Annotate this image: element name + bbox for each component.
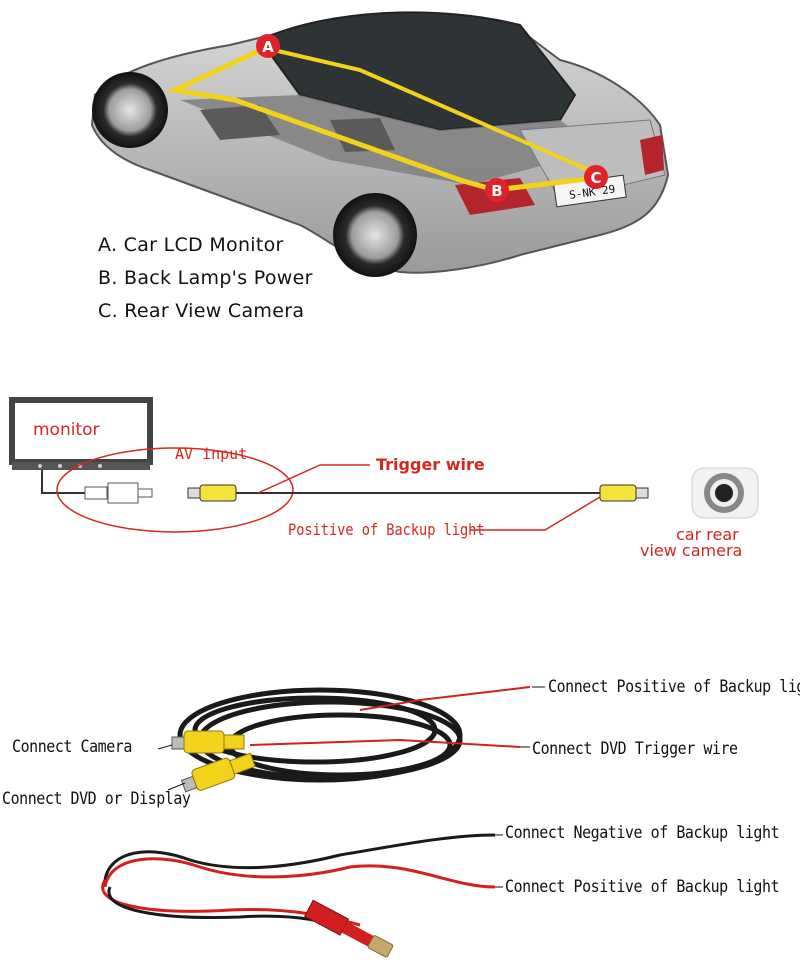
av-input-label: AV input [175, 445, 248, 463]
av-female-connector-body [107, 482, 139, 504]
positive-pointer [470, 496, 601, 531]
label-connect-dvd-display: Connect DVD or Display [2, 789, 191, 809]
car-seat [330, 118, 395, 152]
marker-b [485, 178, 509, 202]
label-connect-dvd-trigger: Connect DVD Trigger wire [532, 739, 738, 759]
tail-light [640, 135, 664, 175]
dc-power-plug [303, 899, 394, 958]
rca-connector-left [199, 484, 237, 502]
label-connect-camera: Connect Camera [12, 737, 132, 757]
cable-illustration [101, 686, 545, 958]
car-illustration: A B C S-NK 29 [90, 11, 670, 277]
camera-lens [715, 484, 733, 502]
marker-a-letter: A [262, 38, 274, 56]
legend-item-c: C. Rear View Camera [98, 300, 305, 322]
black-power-wire [103, 833, 496, 881]
camera-label-line1: car rear [676, 525, 739, 544]
label-connect-positive-bottom: Connect Positive of Backup light [505, 877, 780, 897]
marker-a [256, 34, 280, 58]
car-trunk [519, 119, 666, 201]
rca-connector-display [180, 752, 256, 793]
monitor-label: monitor [33, 420, 100, 440]
car-seat [200, 105, 280, 140]
marker-b-letter: B [491, 182, 502, 200]
red-wire-positive [359, 686, 531, 711]
wiring-diagram-section: monitor AV input Trigger wire Positive o… [0, 385, 800, 585]
rear-wheel [333, 193, 417, 277]
marker-c [584, 165, 608, 189]
front-wheel [92, 72, 168, 148]
wire-lamp-to-camera [494, 175, 596, 193]
trigger-wire-label: Trigger wire [376, 455, 485, 474]
red-power-wire [103, 857, 496, 889]
car-diagram-section: A B C S-NK 29 A. Car LCD Monitor B. Back… [0, 0, 800, 330]
legend-item-b: B. Back Lamp's Power [98, 267, 313, 289]
plate-text: S-NK 29 [568, 183, 616, 202]
rca-connector-camera [171, 730, 245, 754]
wire-monitor-to-lamp [166, 45, 496, 193]
wiring-diagram [9, 397, 759, 533]
wire-video [264, 46, 601, 177]
label-connect-negative: Connect Negative of Backup light [505, 823, 780, 843]
red-wire-trigger [249, 738, 521, 748]
positive-backup-label: Positive of Backup light [288, 520, 485, 539]
legend-item-a: A. Car LCD Monitor [98, 234, 284, 256]
label-connect-positive-top: Connect Positive of Backup light [548, 677, 800, 697]
av-input-highlight [56, 447, 294, 533]
cable-photo-section: Connect Positive of Backup light Connect… [0, 655, 800, 969]
camera-label-line2: view camera [640, 541, 743, 560]
av-female-connector [84, 486, 108, 500]
marker-c-letter: C [590, 169, 601, 187]
rca-connector-right [599, 484, 637, 502]
trigger-wire-pointer [257, 464, 370, 494]
car-soft-top [258, 11, 577, 132]
monitor-cable [41, 470, 85, 494]
